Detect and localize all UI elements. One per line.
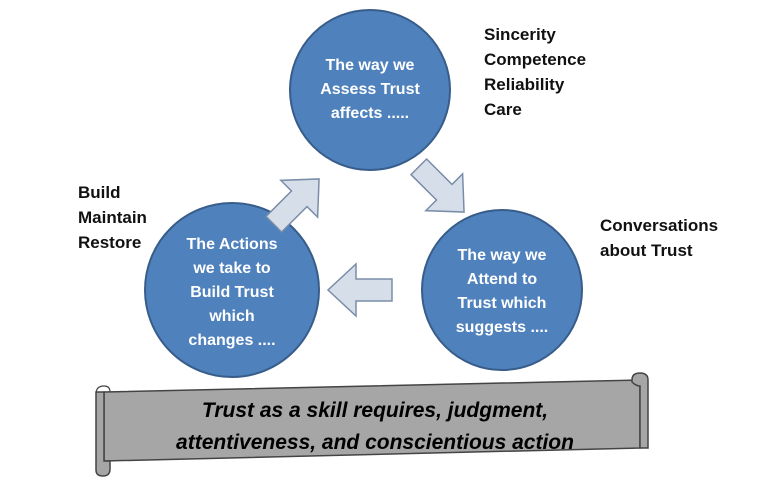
assess-line: affects ..... [330,105,410,122]
assess-circle-text: The way we Assess Trust affects ..... [310,54,430,126]
actions-line: changes .... [188,332,276,349]
banner-line: attentiveness, and conscientious action [176,431,574,454]
actions-line: Build Trust [190,284,274,301]
attend-note-line: Conversations [600,216,719,235]
quality-item: Reliability [484,75,565,94]
actions-circle [144,202,320,378]
action-type-item: Restore [78,233,142,252]
attend-note-line: about Trust [600,241,693,260]
quality-item: Competence [484,50,587,69]
attend-line: suggests .... [455,319,549,336]
actions-line: we take to [193,260,271,277]
actions-line: The Actions [186,236,278,253]
action-type-item: Build [78,183,121,202]
assess-circle [289,9,451,171]
arrow-actions-to-assess [264,178,320,234]
banner-text: Trust as a skill requires, judgment, att… [110,395,640,459]
attend-line: Attend to [466,271,538,288]
banner-line: Trust as a skill requires, judgment, [201,399,549,422]
action-type-item: Maintain [78,208,147,227]
attend-line: The way we [457,247,547,264]
attend-note: Conversations about Trust [600,213,718,263]
scroll-banner [95,372,649,477]
actions-line: which [209,308,255,325]
arrow-attend-to-actions [326,262,393,318]
attend-circle [421,209,583,371]
assess-line: Assess Trust [320,81,420,98]
assess-line: The way we [325,57,415,74]
quality-item: Sincerity [484,25,556,44]
quality-item: Care [484,100,522,119]
actions-types-list: Build Maintain Restore [78,180,147,255]
attend-circle-text: The way we Attend to Trust which suggest… [442,244,562,340]
arrow-assess-to-attend [409,157,465,213]
attend-line: Trust which [457,295,547,312]
actions-circle-text: The Actions we take to Build Trust which… [167,233,297,353]
assess-qualities-list: Sincerity Competence Reliability Care [484,22,586,122]
